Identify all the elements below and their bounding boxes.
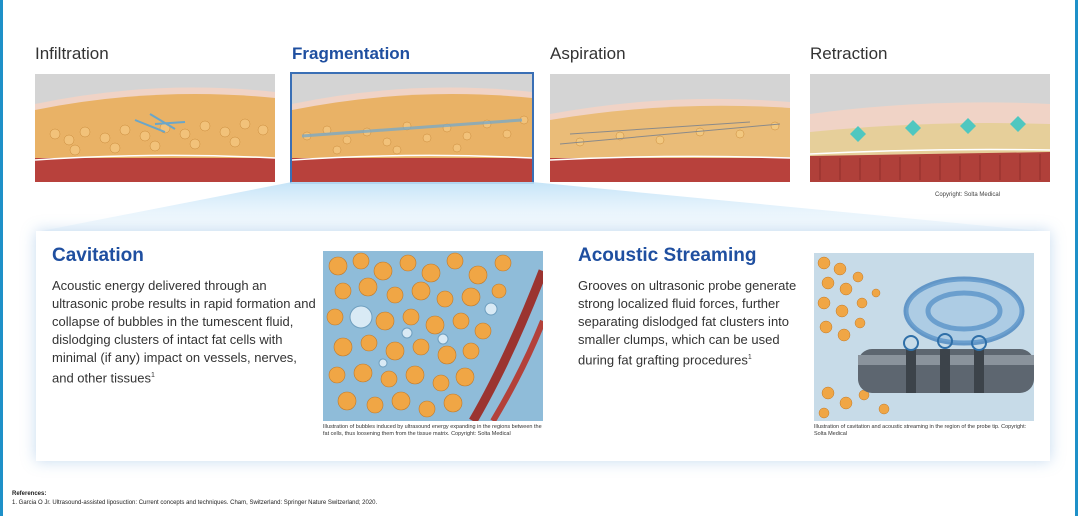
zoom-fan bbox=[36, 182, 1050, 232]
aspiration-illustration bbox=[550, 74, 790, 182]
stage-retraction: Retraction bbox=[810, 44, 1050, 182]
stage-title: Aspiration bbox=[550, 44, 626, 63]
acoustic-streaming-illustration bbox=[814, 253, 1034, 421]
streaming-title: Acoustic Streaming bbox=[578, 245, 757, 266]
streaming-footnote-marker: 1 bbox=[747, 354, 752, 361]
references-title: References: bbox=[12, 491, 47, 497]
references: References: 1. Garcia O Jr. Ultrasound-a… bbox=[12, 490, 377, 508]
streaming-caption: Illustration of cavitation and acoustic … bbox=[814, 424, 1027, 437]
infiltration-illustration bbox=[35, 74, 275, 182]
stage-copyright: Copyright: Solta Medical bbox=[935, 192, 1001, 198]
reference-item: 1. Garcia O Jr. Ultrasound-assisted lipo… bbox=[12, 500, 378, 506]
stage-title: Retraction bbox=[810, 44, 888, 63]
cavitation-caption: Illustration of bubbles induced by ultra… bbox=[323, 424, 542, 437]
stage-infiltration: Infiltration bbox=[35, 44, 275, 182]
cavitation-title: Cavitation bbox=[52, 245, 144, 266]
cavitation-footnote-marker: 1 bbox=[151, 372, 155, 379]
cavitation-text: Acoustic energy delivered through an ult… bbox=[52, 277, 320, 387]
retraction-illustration bbox=[810, 74, 1050, 182]
stage-fragmentation: Fragmentation bbox=[290, 44, 534, 184]
streaming-text: Grooves on ultrasonic probe generate str… bbox=[578, 277, 808, 369]
stage-aspiration: Aspiration bbox=[550, 44, 790, 182]
detail-panel: Cavitation Acoustic energy delivered thr… bbox=[36, 231, 1050, 461]
cavitation-body: Acoustic energy delivered through an ult… bbox=[52, 278, 316, 386]
cavitation-illustration bbox=[323, 251, 543, 421]
streaming-body: Grooves on ultrasonic probe generate str… bbox=[578, 278, 797, 368]
stage-title: Infiltration bbox=[35, 44, 109, 63]
stage-title: Fragmentation bbox=[292, 44, 411, 63]
fragmentation-illustration bbox=[290, 72, 534, 184]
